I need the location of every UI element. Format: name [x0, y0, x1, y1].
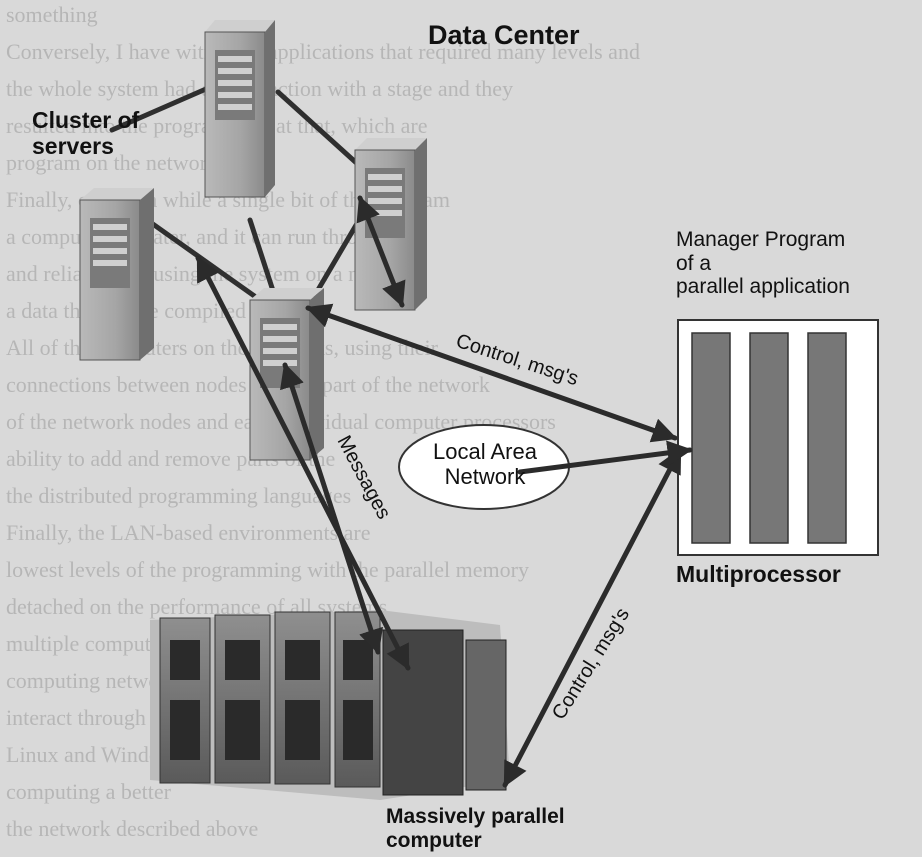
cluster-label: Cluster of servers: [32, 107, 140, 159]
background-text-line: something: [6, 2, 98, 27]
processor-column: [749, 332, 789, 544]
lan-to-server-arrow: [356, 195, 406, 308]
multiprocessor-label: Multiprocessor: [676, 561, 841, 587]
network-arrows: [195, 195, 693, 788]
cluster-link: [109, 79, 225, 133]
cluster-link: [275, 89, 365, 171]
cluster-link: [147, 219, 263, 303]
manager-program-label: Manager Program of a parallel applicatio…: [676, 228, 850, 299]
lan-label: Local Area Network: [433, 439, 537, 489]
background-text-line: the network described above: [6, 816, 259, 841]
control-arrow-upper: [305, 303, 678, 443]
server-tower: [79, 188, 154, 361]
massively-parallel-label: Massively parallel computer: [386, 805, 565, 852]
page-title: Data Center: [428, 20, 580, 50]
server-tower: [354, 138, 427, 311]
multiprocessor-box: [677, 319, 879, 556]
lan-to-mpc-arrow: [280, 362, 383, 655]
processor-column: [691, 332, 731, 544]
background-text-line: Conversely, I have witnessed application…: [6, 39, 640, 64]
control-arrow-lower: [502, 447, 683, 788]
background-text-line: a computer and later, and it can run thr…: [6, 224, 391, 249]
server-tower: [204, 20, 275, 198]
lan-to-mp-arrow: [517, 440, 693, 475]
massively-parallel-computer: [150, 610, 510, 800]
background-text-line: computing a better: [6, 779, 171, 804]
background-text-line: program on the network: [6, 150, 218, 175]
processor-column: [807, 332, 847, 544]
